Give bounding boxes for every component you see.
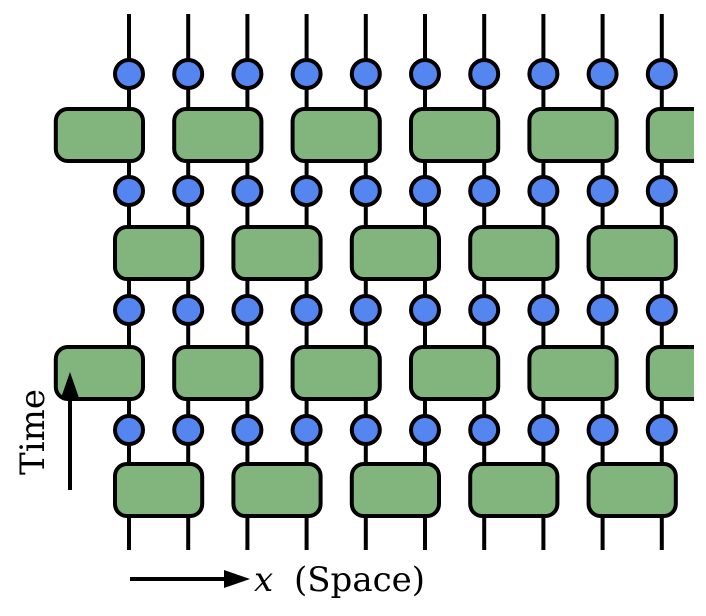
node-l1-3: [290, 175, 323, 207]
node-l2-0: [113, 294, 145, 326]
node-l2-4: [349, 294, 382, 326]
gate-l3-2: [231, 462, 323, 518]
node-l1-8: [586, 175, 619, 207]
node-l0-6: [468, 58, 501, 90]
gate-l1-2: [231, 225, 323, 281]
gate-l0-1: [172, 107, 264, 163]
node-l3-5: [409, 414, 441, 446]
node-l0-3: [290, 58, 323, 90]
node-l1-9: [645, 175, 678, 207]
gate-l1-6: [468, 225, 560, 281]
node-l3-1: [172, 414, 205, 446]
gate-l3-8: [586, 462, 678, 518]
node-l0-9: [645, 58, 678, 90]
gate-layer: [53, 107, 694, 518]
wire-layer: [127, 14, 664, 550]
node-l2-2: [231, 294, 264, 326]
node-l3-7: [527, 414, 560, 446]
node-l1-2: [231, 175, 264, 207]
gate-l3-6: [468, 462, 560, 518]
node-l3-2: [231, 414, 264, 446]
gate-l1-4: [349, 225, 441, 281]
gate-l2-9: [645, 345, 694, 401]
gate-l1-0: [113, 225, 205, 281]
tensor-network: [53, 14, 694, 550]
node-l2-3: [290, 294, 323, 326]
node-l2-7: [527, 294, 560, 326]
gate-l3-0: [113, 462, 205, 518]
gate-l0-5: [409, 107, 501, 163]
gate-l0-9: [645, 107, 694, 163]
time-axis: Time: [13, 372, 79, 490]
node-l1-7: [527, 175, 560, 207]
node-layer: [113, 58, 678, 446]
gate-l2-7: [527, 345, 619, 401]
time-arrow-head: [61, 372, 79, 398]
gate-l2-3: [290, 345, 382, 401]
node-l0-4: [349, 58, 382, 90]
node-l0-5: [409, 58, 441, 90]
node-l0-8: [586, 58, 619, 90]
gate-l1-8: [586, 225, 678, 281]
node-l0-7: [527, 58, 560, 90]
gate-l0-3: [290, 107, 382, 163]
node-l3-4: [349, 414, 382, 446]
gate-l0-7: [527, 107, 619, 163]
node-l2-5: [409, 294, 441, 326]
node-l3-3: [290, 414, 323, 446]
space-arrow-head: [224, 570, 250, 588]
node-l1-4: [349, 175, 382, 207]
time-label: Time: [13, 389, 53, 475]
gate-l0-wrap: [53, 107, 145, 163]
gate-l2-wrap: [53, 345, 145, 401]
node-l3-0: [113, 414, 145, 446]
gate-l3-4: [349, 462, 441, 518]
node-l1-0: [113, 175, 145, 207]
gate-l2-1: [172, 345, 264, 401]
node-l2-8: [586, 294, 619, 326]
node-l0-2: [231, 58, 264, 90]
node-l3-8: [586, 414, 619, 446]
node-l2-1: [172, 294, 205, 326]
node-l1-5: [409, 175, 441, 207]
node-l3-9: [645, 414, 678, 446]
svg-text:x (Space): x (Space): [254, 560, 425, 600]
node-l2-9: [645, 294, 678, 326]
space-label: (Space): [294, 560, 425, 600]
gate-l2-5: [409, 345, 501, 401]
node-l1-1: [172, 175, 205, 207]
node-l3-6: [468, 414, 501, 446]
node-l0-0: [113, 58, 145, 90]
node-l2-6: [468, 294, 501, 326]
space-variable: x: [254, 560, 273, 600]
node-l0-1: [172, 58, 205, 90]
node-l1-6: [468, 175, 501, 207]
space-axis: x (Space): [130, 560, 425, 600]
